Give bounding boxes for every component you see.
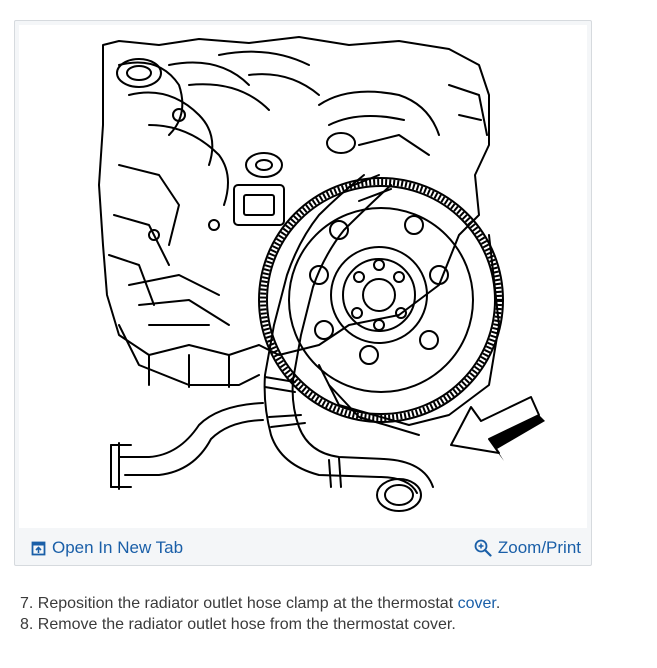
instruction-steps: 7. Reposition the radiator outlet hose c… <box>20 593 640 635</box>
figure-card: Open In New Tab Zoom/Print <box>14 20 592 566</box>
step-text-end: . <box>495 595 501 612</box>
cover-link[interactable]: cover <box>457 595 496 612</box>
direction-arrow-icon <box>450 396 545 461</box>
step-text: Remove the radiator outlet hose from the… <box>37 616 456 633</box>
zoom-print-label: Zoom/Print <box>497 538 581 557</box>
zoom-print-link[interactable]: Zoom/Print <box>474 538 581 558</box>
open-in-new-tab-link[interactable]: Open In New Tab <box>31 538 183 558</box>
open-in-new-tab-label: Open In New Tab <box>52 538 184 557</box>
step-item: 8. Remove the radiator outlet hose from … <box>20 614 640 635</box>
step-item: 7. Reposition the radiator outlet hose c… <box>20 593 640 614</box>
step-number: 7. <box>20 595 34 612</box>
zoom-in-magnifier-icon <box>474 539 492 557</box>
engine-line-drawing <box>98 36 545 512</box>
figure-footer: Open In New Tab Zoom/Print <box>15 531 591 565</box>
step-text: Reposition the radiator outlet hose clam… <box>37 595 454 612</box>
engine-diagram-image[interactable] <box>19 25 587 528</box>
step-number: 8. <box>20 616 34 633</box>
open-in-new-tab-icon <box>31 541 46 555</box>
